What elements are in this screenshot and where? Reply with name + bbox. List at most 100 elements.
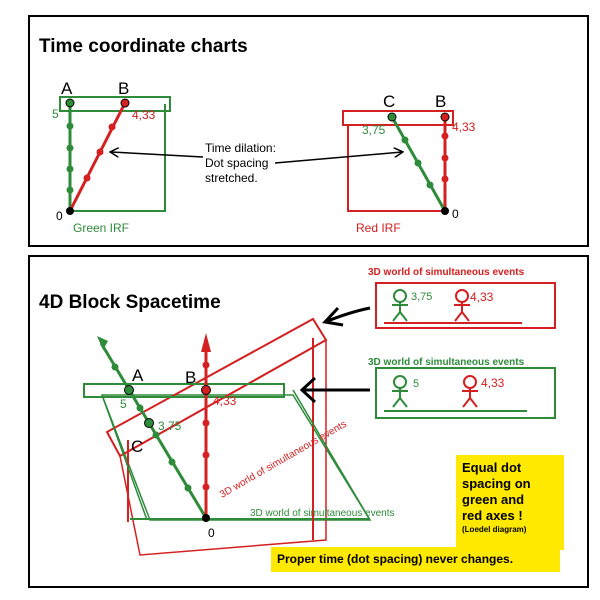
arrow-to-red-slice (324, 306, 371, 324)
time-dilation-note: Time dilation: Dot spacing stretched. (205, 141, 315, 186)
event-a-marker (124, 385, 134, 395)
event-b-marker (120, 98, 130, 108)
event-c-marker (144, 418, 154, 428)
inset-green-green-value: 5 (413, 378, 419, 390)
event-b-value: 4,33 (213, 394, 237, 408)
green-dot (152, 431, 160, 439)
arrow-to-red-slice-head (322, 306, 344, 327)
event-c-value: 3,75 (158, 419, 182, 433)
origin-label: 0 (56, 209, 63, 223)
note-line: stretched. (205, 171, 258, 185)
green-now-slice (59, 96, 171, 112)
green-tick-label: 5 (52, 107, 59, 121)
green-dot (184, 484, 192, 492)
event-a-value: 5 (120, 397, 127, 411)
green-dot (414, 159, 422, 167)
note-line: red axes ! (462, 508, 523, 523)
note-line: spacing on (462, 476, 531, 491)
event-c-label: C (131, 437, 143, 456)
green-irf-chart: A B 5 4,33 0 Green IRF (52, 79, 171, 235)
red-axis-arrowhead (201, 333, 211, 352)
green-dot (426, 181, 434, 189)
green-axis-dots (66, 122, 74, 194)
note-arrow-right (274, 152, 402, 164)
green-dot (66, 186, 74, 194)
event-b-value: 4,33 (452, 120, 476, 134)
inset-red-green-value: 3,75 (411, 291, 432, 303)
green-stick-figure-icon (392, 289, 408, 322)
note-line: Time dilation: (205, 141, 276, 155)
green-dot (111, 363, 119, 371)
origin-marker (202, 514, 210, 522)
bottom-panel-title: 4D Block Spacetime (39, 292, 221, 313)
note-line: Equal dot (462, 460, 522, 475)
red-dot (441, 154, 449, 162)
event-a-label: A (132, 366, 144, 385)
red-stick-figure-icon (454, 289, 470, 322)
top-panel (28, 15, 589, 247)
red-dot (108, 123, 116, 131)
red-slice-label: 3D world of simultaneous events (218, 419, 349, 501)
green-dot (66, 122, 74, 130)
green-dot (168, 458, 176, 466)
inset-red-title: 3D world of simultaneous events (368, 267, 525, 278)
inset-red-world: 3D world of simultaneous events 3,75 4,3… (368, 267, 556, 329)
inset-green-title: 3D world of simultaneous events (368, 357, 525, 368)
red-dot (202, 483, 210, 491)
event-b-label: B (185, 368, 196, 387)
red-worldline-in-green-frame (68, 102, 127, 212)
red-3d-world-slice (119, 338, 327, 556)
green-dot (401, 136, 409, 144)
green-axis-dots (111, 363, 192, 492)
inset-green-red-value: 4,33 (481, 376, 505, 390)
green-dot (66, 165, 74, 173)
red-dot (83, 174, 91, 182)
red-stick-figure-icon (462, 375, 478, 408)
red-dot (441, 132, 449, 140)
red-dot (202, 451, 210, 459)
event-c-value: 3,75 (362, 123, 386, 137)
event-a-marker (65, 98, 75, 108)
event-c-marker (387, 112, 397, 122)
red-frame-outline (347, 126, 445, 212)
inset-red-frame (375, 282, 556, 329)
green-stick-figure-icon (392, 375, 408, 408)
green-frame-outline (70, 104, 166, 212)
green-axis-arrowhead (97, 336, 108, 350)
inset-green-frame (375, 367, 556, 419)
red-now-slice (105, 317, 328, 458)
inset-green-world: 3D world of simultaneous events 5 4,33 (368, 357, 556, 419)
red-now-slice (342, 110, 454, 126)
red-irf-label: Red IRF (356, 221, 401, 235)
green-axis-dots (401, 136, 434, 189)
equal-spacing-note: Equal dot spacing on green and red axes … (456, 455, 564, 550)
proper-time-note: Proper time (dot spacing) never changes. (271, 547, 560, 572)
green-now-slice (83, 383, 285, 398)
red-dot (202, 419, 210, 427)
event-c-label: C (383, 92, 395, 111)
event-b-marker (440, 112, 450, 122)
note-line: Dot spacing (205, 156, 269, 170)
green-irf-label: Green IRF (73, 221, 129, 235)
note-arrow-left (111, 152, 204, 158)
origin-label: 0 (452, 207, 459, 221)
green-dot (66, 144, 74, 152)
inset-red-red-value: 4,33 (470, 290, 494, 304)
red-axis-dots (83, 123, 116, 182)
red-dot (96, 148, 104, 156)
red-axis-dots (202, 361, 210, 491)
event-b-label: B (435, 92, 446, 111)
event-b-marker (201, 385, 211, 395)
red-axis-dots (441, 132, 449, 183)
green-dot (136, 404, 144, 412)
top-panel-title: Time coordinate charts (39, 36, 248, 57)
green-slice-edge (292, 389, 371, 521)
block-spacetime: A B C 5 4,33 3,75 0 3D world of simultan… (83, 317, 395, 556)
red-dot (441, 175, 449, 183)
event-a-label: A (61, 79, 73, 98)
event-b-label: B (118, 79, 129, 98)
green-slice-edge (101, 394, 148, 521)
origin-label: 0 (208, 526, 215, 540)
red-dot (202, 361, 210, 369)
